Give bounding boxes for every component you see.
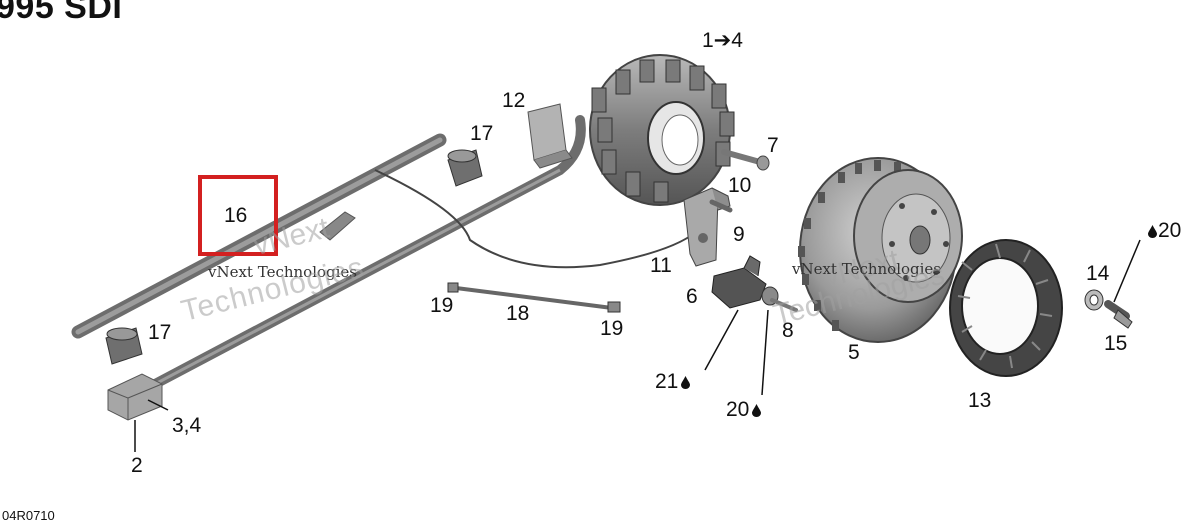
- grommet-lower: [105, 327, 143, 365]
- label-2[interactable]: 2: [131, 454, 143, 477]
- label-19-left[interactable]: 19: [430, 294, 454, 317]
- label-12[interactable]: 12: [502, 89, 526, 112]
- grommet-upper: [447, 149, 483, 187]
- stator-screw: [721, 149, 770, 171]
- label-20-bottom-text: 20: [726, 398, 750, 421]
- label-9[interactable]: 9: [733, 223, 745, 246]
- ring-gear: [949, 239, 1063, 377]
- label-11[interactable]: 11: [650, 254, 672, 277]
- connector-block: [107, 373, 163, 421]
- label-17-upper[interactable]: 17: [470, 122, 494, 145]
- label-8[interactable]: 8: [782, 319, 794, 342]
- label-10[interactable]: 10: [728, 174, 752, 197]
- label-16[interactable]: 16: [224, 204, 248, 227]
- label-19-right[interactable]: 19: [600, 317, 624, 340]
- trigger-sensor: [711, 255, 779, 309]
- label-7[interactable]: 7: [767, 134, 779, 157]
- leader-lines: [134, 239, 1141, 452]
- label-21[interactable]: 21: [655, 371, 691, 392]
- label-20-top-text: 20: [1158, 219, 1182, 242]
- label-17-lower[interactable]: 17: [148, 321, 172, 344]
- bracket-screw: [709, 199, 733, 213]
- label-5[interactable]: 5: [848, 341, 860, 364]
- rotor-bolt: [1104, 300, 1133, 329]
- label-20-top[interactable]: 20: [1145, 220, 1181, 241]
- cable-pin: [447, 282, 621, 313]
- reference-code: 04R0710: [2, 508, 55, 523]
- label-20-bottom[interactable]: 20: [726, 399, 762, 420]
- wire-harness: [71, 115, 701, 397]
- label-1-4[interactable]: 1➔4: [702, 29, 743, 52]
- label-14[interactable]: 14: [1086, 262, 1110, 285]
- highlight-box: [198, 175, 278, 256]
- label-15[interactable]: 15: [1104, 332, 1128, 355]
- drop-icon: [1148, 225, 1157, 238]
- mounting-plate: [527, 103, 573, 169]
- sensor-screw: [770, 298, 798, 312]
- drop-icon: [681, 376, 691, 389]
- label-6[interactable]: 6: [686, 285, 698, 308]
- label-21-text: 21: [655, 370, 679, 393]
- stator: [589, 54, 735, 206]
- washer: [1084, 289, 1104, 311]
- label-13[interactable]: 13: [968, 389, 992, 412]
- label-18[interactable]: 18: [506, 302, 530, 325]
- sensor-bracket: [683, 187, 731, 267]
- label-3-4[interactable]: 3,4: [172, 414, 202, 437]
- model-title: 995 SDI: [0, 0, 123, 26]
- drop-icon: [752, 404, 762, 417]
- rotor: [798, 157, 963, 343]
